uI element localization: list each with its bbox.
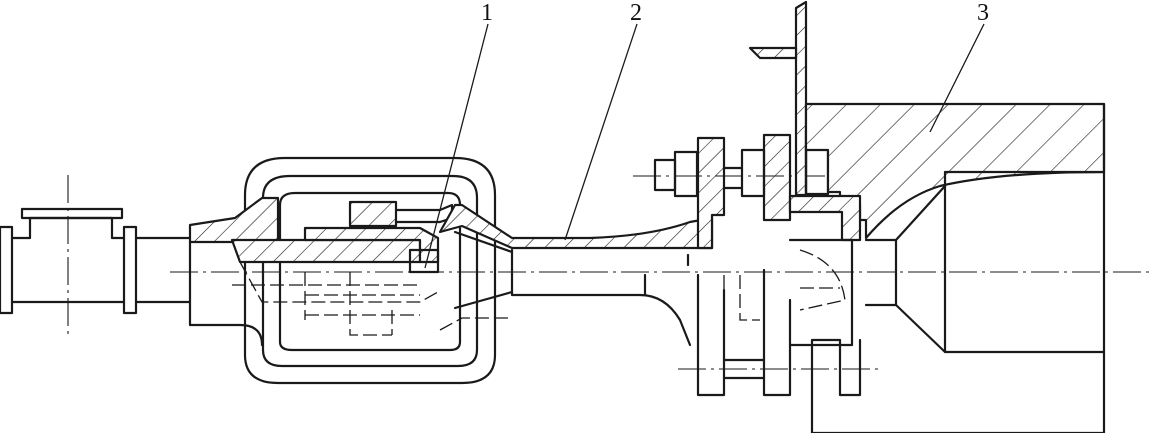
diffuser-hidden-edge [439,317,512,331]
bracket-vertical-leg [794,0,808,197]
flange-plate-left-lower [696,273,726,397]
head-body-lower-outline [188,240,264,347]
item-1-nozzle-body [408,248,440,274]
callout-3: 3 [929,0,989,133]
jacket-outer-wall [243,156,497,385]
quarl-lower-seat [810,338,862,433]
head-body-section [188,196,280,244]
callout-2-leader [564,23,638,241]
flange-joint [633,133,880,397]
quarl-throat [894,184,947,354]
head-sleeve-section [230,238,422,264]
nozzle-lower-hidden-outline [239,261,439,303]
nozzle-lug-upper [348,200,398,228]
quarl-throat-bore [864,238,898,307]
callout-1-leader [424,23,489,269]
outlet-hidden-edges [799,249,846,311]
diffuser-throat-lower [510,248,692,347]
jacket-middle-wall [261,174,479,368]
connecting-pipe [134,236,192,304]
diffuser-internal-steps [643,253,690,297]
bolt-shank [722,166,744,190]
mixing-head [188,196,454,347]
nozzle-hidden-edges [232,272,420,336]
flange-hidden-edges [723,275,765,390]
lower-bolt-shank [722,358,766,380]
callout-2: 2 [564,0,642,241]
flange-plate-right-upper [762,133,792,222]
quarl-cavity [943,170,1106,354]
inlet-pipe-cap [20,207,124,220]
bolt-nut-right [740,148,766,198]
jacket-inner-wall [278,191,462,352]
callout-1: 1 [424,0,493,269]
bracket-horizontal-leg [748,46,798,60]
callout-3-number: 3 [977,0,989,26]
quarl-seal-ring [788,194,862,242]
callout-1-number: 1 [481,0,493,26]
burner-block [788,102,1106,433]
bolt-washer-left [673,150,699,198]
quarl-outer-outline [810,102,1106,433]
callout-3-leader [929,23,985,133]
cooling-jacket [243,156,497,385]
flange-plate-right-lower [762,268,792,397]
nozzle-tip-section [303,226,440,264]
inlet-flange-left [0,225,14,315]
nozzle-outlet-housing [788,238,854,347]
inlet-flange-right [122,225,138,315]
bolt-nut-left [653,158,677,192]
nozzle-lug-arm [394,203,454,224]
diffuser-converging-lines [453,230,514,310]
flange-plate-left-upper [696,136,726,250]
diffuser-tube [438,203,714,347]
bracket-clamp [804,146,830,196]
inlet-pipe [0,175,192,335]
callout-2-number: 2 [630,0,642,26]
